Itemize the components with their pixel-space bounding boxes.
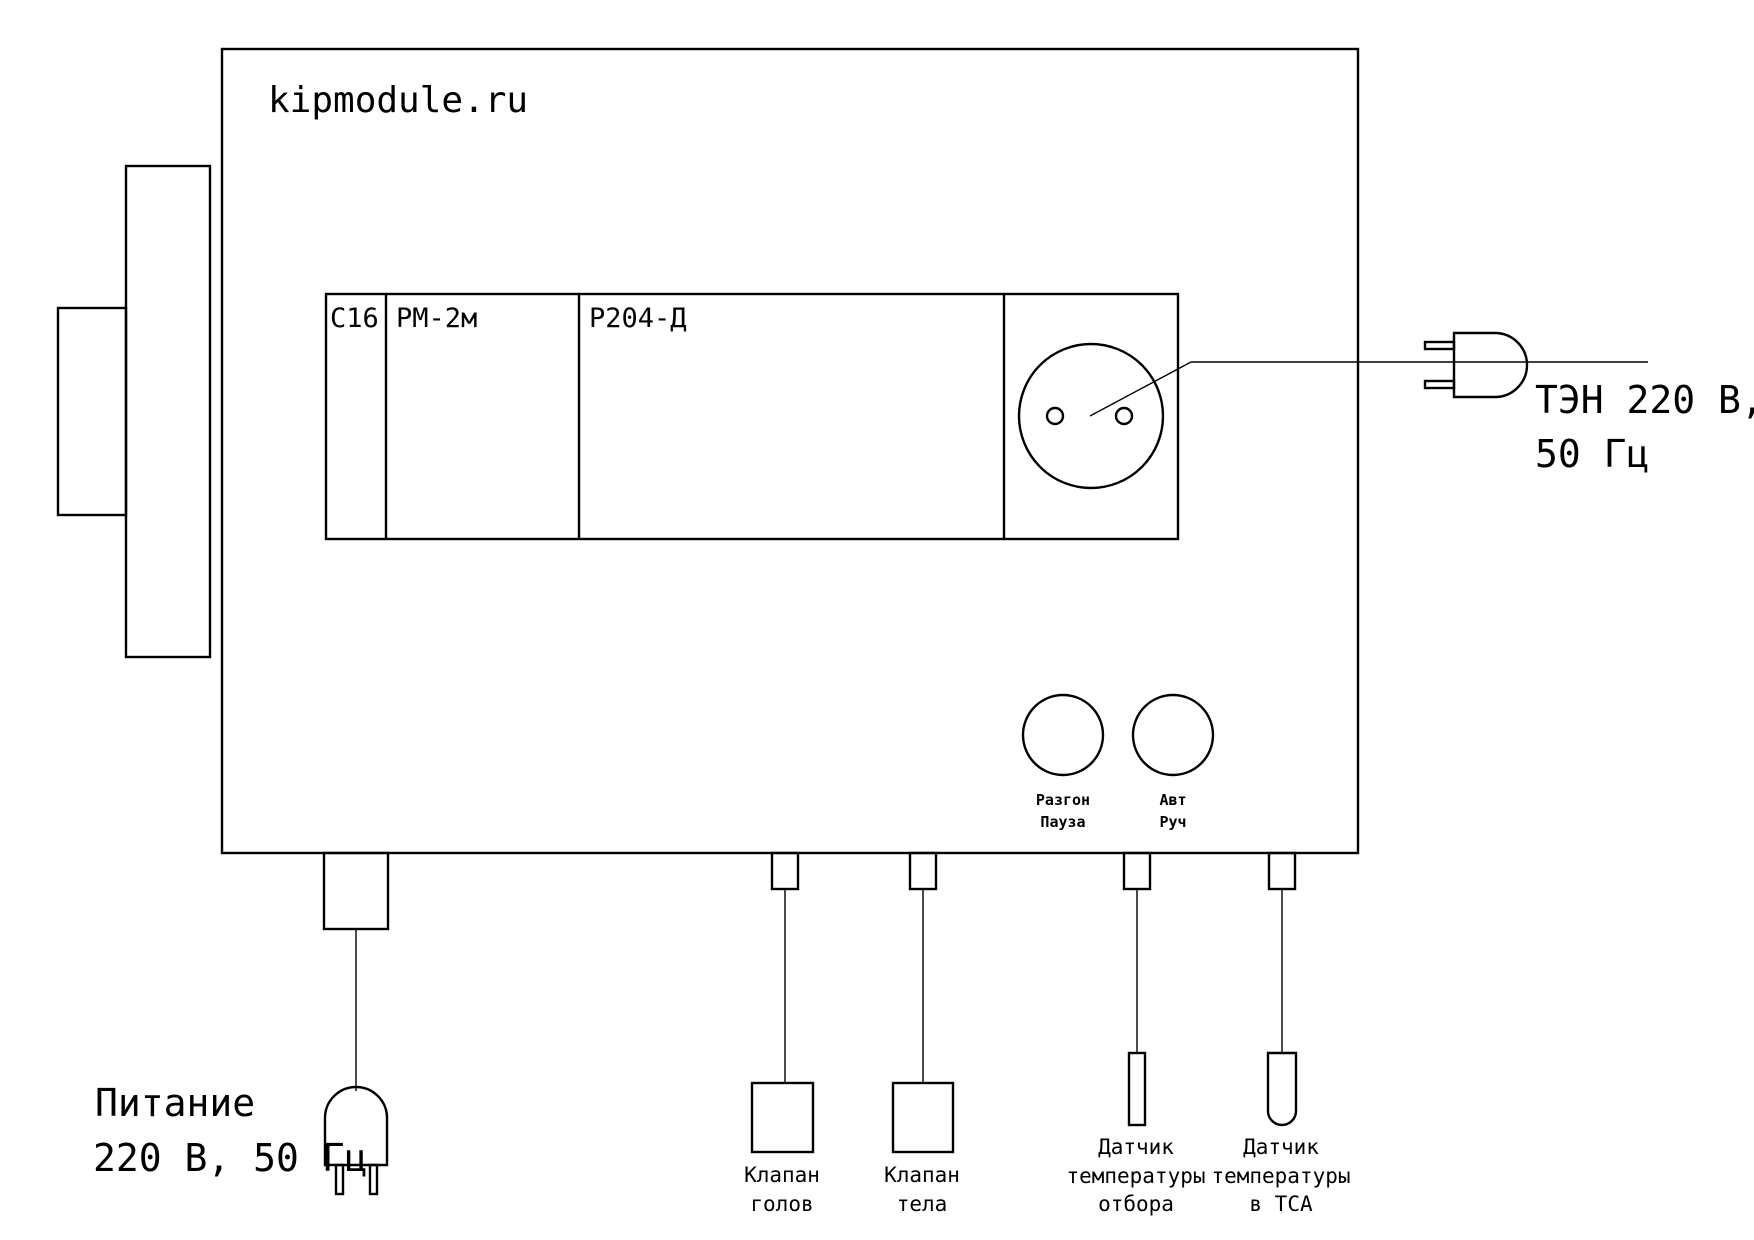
- socket: [1017, 342, 1165, 490]
- auto-manual-label: Авт: [1159, 791, 1186, 809]
- side-mount-block: [56, 306, 128, 517]
- heater-label: 50 Гц: [1535, 432, 1649, 476]
- power-regulator-label: РМ-2м: [396, 303, 477, 334]
- auto-manual-button[interactable]: [1131, 693, 1215, 777]
- boost-pause-button[interactable]: [1021, 693, 1105, 777]
- socket-pin-hole: [1045, 406, 1065, 426]
- heater-leader-line: [1089, 361, 1192, 417]
- power-label: 220 В, 50 Гц: [93, 1136, 368, 1180]
- auto-manual-label: Руч: [1159, 813, 1186, 831]
- heater-plug-pin: [1423, 379, 1456, 390]
- body-valve-icon: [891, 1081, 955, 1154]
- body-valve-gland: [908, 851, 938, 891]
- power-label: Питание: [95, 1081, 255, 1125]
- breaker-label: С16: [330, 303, 379, 334]
- power-plug-icon: [323, 1085, 389, 1196]
- heater-plug-pin: [1423, 340, 1456, 351]
- takeoff-sensor-label: температуры: [1066, 1164, 1205, 1188]
- power-plug-pin: [334, 1163, 345, 1196]
- body-valve-label: тела: [897, 1192, 948, 1216]
- head-valve-label: голов: [750, 1192, 813, 1216]
- heater-label: ТЭН 220 В,: [1535, 378, 1754, 422]
- controller-label: Р204-Д: [589, 303, 687, 334]
- brand-label: kipmodule.ru: [268, 80, 528, 121]
- tsa-sensor-label: Датчик: [1243, 1135, 1319, 1159]
- takeoff-sensor-gland: [1122, 851, 1152, 891]
- takeoff-sensor-icon: [1127, 1051, 1147, 1127]
- tsa-sensor-label: температуры: [1211, 1164, 1350, 1188]
- tsa-sensor-label: в ТСА: [1249, 1192, 1313, 1216]
- power-cable-gland: [322, 851, 390, 931]
- head-valve-label: Клапан: [744, 1163, 820, 1187]
- power-plug-pin: [368, 1163, 379, 1196]
- head-valve-icon: [750, 1081, 815, 1154]
- takeoff-sensor-label: отбора: [1098, 1192, 1174, 1216]
- body-valve-label: Клапан: [884, 1163, 960, 1187]
- side-mount-plate: [124, 164, 212, 659]
- module-strip: [324, 292, 1180, 541]
- tsa-sensor-icon: [1266, 1051, 1298, 1127]
- power-plug-body: [323, 1085, 389, 1167]
- enclosure: [220, 47, 1360, 855]
- heater-plug-icon: [1423, 331, 1529, 399]
- din-rail-modules: С16 РМ-2м Р204-Д: [324, 292, 1180, 541]
- head-valve-gland: [770, 851, 800, 891]
- socket-body: [1017, 342, 1165, 490]
- boost-pause-label: Пауза: [1040, 813, 1085, 831]
- socket-pin-hole: [1114, 406, 1134, 426]
- boost-pause-label: Разгон: [1036, 791, 1090, 809]
- tsa-sensor-gland: [1267, 851, 1297, 891]
- heater-plug-body: [1452, 331, 1529, 399]
- takeoff-sensor-label: Датчик: [1098, 1135, 1174, 1159]
